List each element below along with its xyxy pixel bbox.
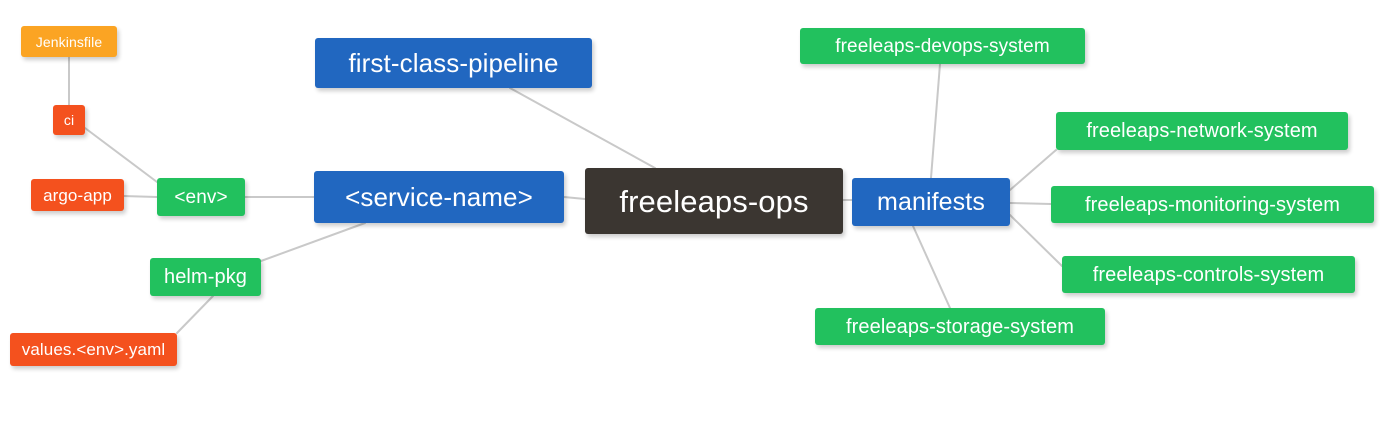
mindmap-node-env[interactable]: <env> (157, 178, 245, 216)
mindmap-node-helm[interactable]: helm-pkg (150, 258, 261, 296)
mindmap-node-manifests[interactable]: manifests (852, 178, 1010, 226)
mindmap-node-devops[interactable]: freeleaps-devops-system (800, 28, 1085, 64)
mindmap-node-jenkins[interactable]: Jenkinsfile (21, 26, 117, 57)
edge-service-to-root (563, 196, 586, 200)
edge-helm-to-service (260, 222, 366, 262)
mindmap-node-storage[interactable]: freeleaps-storage-system (815, 308, 1105, 345)
mindmap-node-pipeline[interactable]: first-class-pipeline (315, 38, 592, 88)
edge-storage-to-manifests (912, 225, 951, 309)
edge-argo-to-env (123, 195, 158, 198)
edge-devops-to-manifests (930, 63, 941, 179)
mindmap-node-monitoring[interactable]: freeleaps-monitoring-system (1051, 186, 1374, 223)
mindmap-node-service[interactable]: <service-name> (314, 171, 564, 223)
edge-values-to-helm (176, 295, 214, 334)
mindmap-node-values[interactable]: values.<env>.yaml (10, 333, 177, 366)
mindmap-node-ci[interactable]: ci (53, 105, 85, 135)
mindmap-node-root[interactable]: freeleaps-ops (585, 168, 843, 234)
mindmap-node-argo[interactable]: argo-app (31, 179, 124, 211)
edge-monitoring-to-manifests (1009, 202, 1052, 205)
mindmap-node-network[interactable]: freeleaps-network-system (1056, 112, 1348, 150)
edge-network-to-manifests (1009, 149, 1057, 191)
mindmap-node-controls[interactable]: freeleaps-controls-system (1062, 256, 1355, 293)
edge-pipeline-to-root (509, 87, 656, 169)
edge-ci-to-env (84, 127, 158, 183)
